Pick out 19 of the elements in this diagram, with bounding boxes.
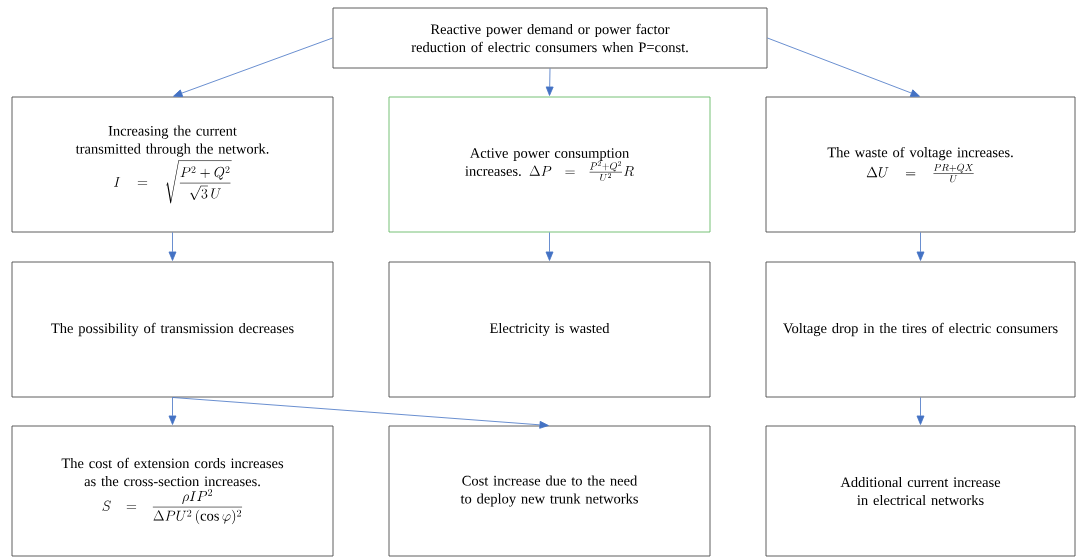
arrow	[168, 397, 177, 425]
arrow	[173, 37, 333, 97]
process-box: Voltage drop in the tires of electric consumers	[765, 261, 1076, 398]
process-box: Electricity is wasted	[388, 261, 711, 398]
process-box: The possibility of transmission decreases	[11, 261, 334, 398]
arrow	[172, 397, 549, 429]
process-box: The cost of extension cords increases as the cross-section increases. $S=\frac{\rho I P^2}{\Delta P U^2\,(\cos\varphi)^2}$	[11, 425, 334, 557]
arrow	[916, 232, 925, 261]
process-box: The waste of voltage increases. $\Delta U=\frac{PR+QX}{U}$	[765, 96, 1076, 233]
arrow	[545, 232, 554, 261]
process-box: Increasing the current transmitted through the network. $I=\sqrt{\frac{P^2+Q^2}{\sqrt{3}\,U}}$	[11, 96, 334, 233]
process-box: Reactive power demand or power factor reduction of electric consumers when P=const.	[332, 7, 768, 69]
arrow	[168, 232, 177, 261]
arrow	[916, 397, 925, 425]
process-box: Additional current increase in electrical networks	[765, 425, 1076, 557]
arrow	[545, 68, 554, 96]
arrow	[767, 37, 920, 97]
process-box: Active power consumption increases. $\Delta P=\frac{P^2+Q^2}{U^2}R$	[388, 96, 711, 233]
process-box: Cost increase due to the need to deploy new trunk networks	[388, 425, 711, 557]
